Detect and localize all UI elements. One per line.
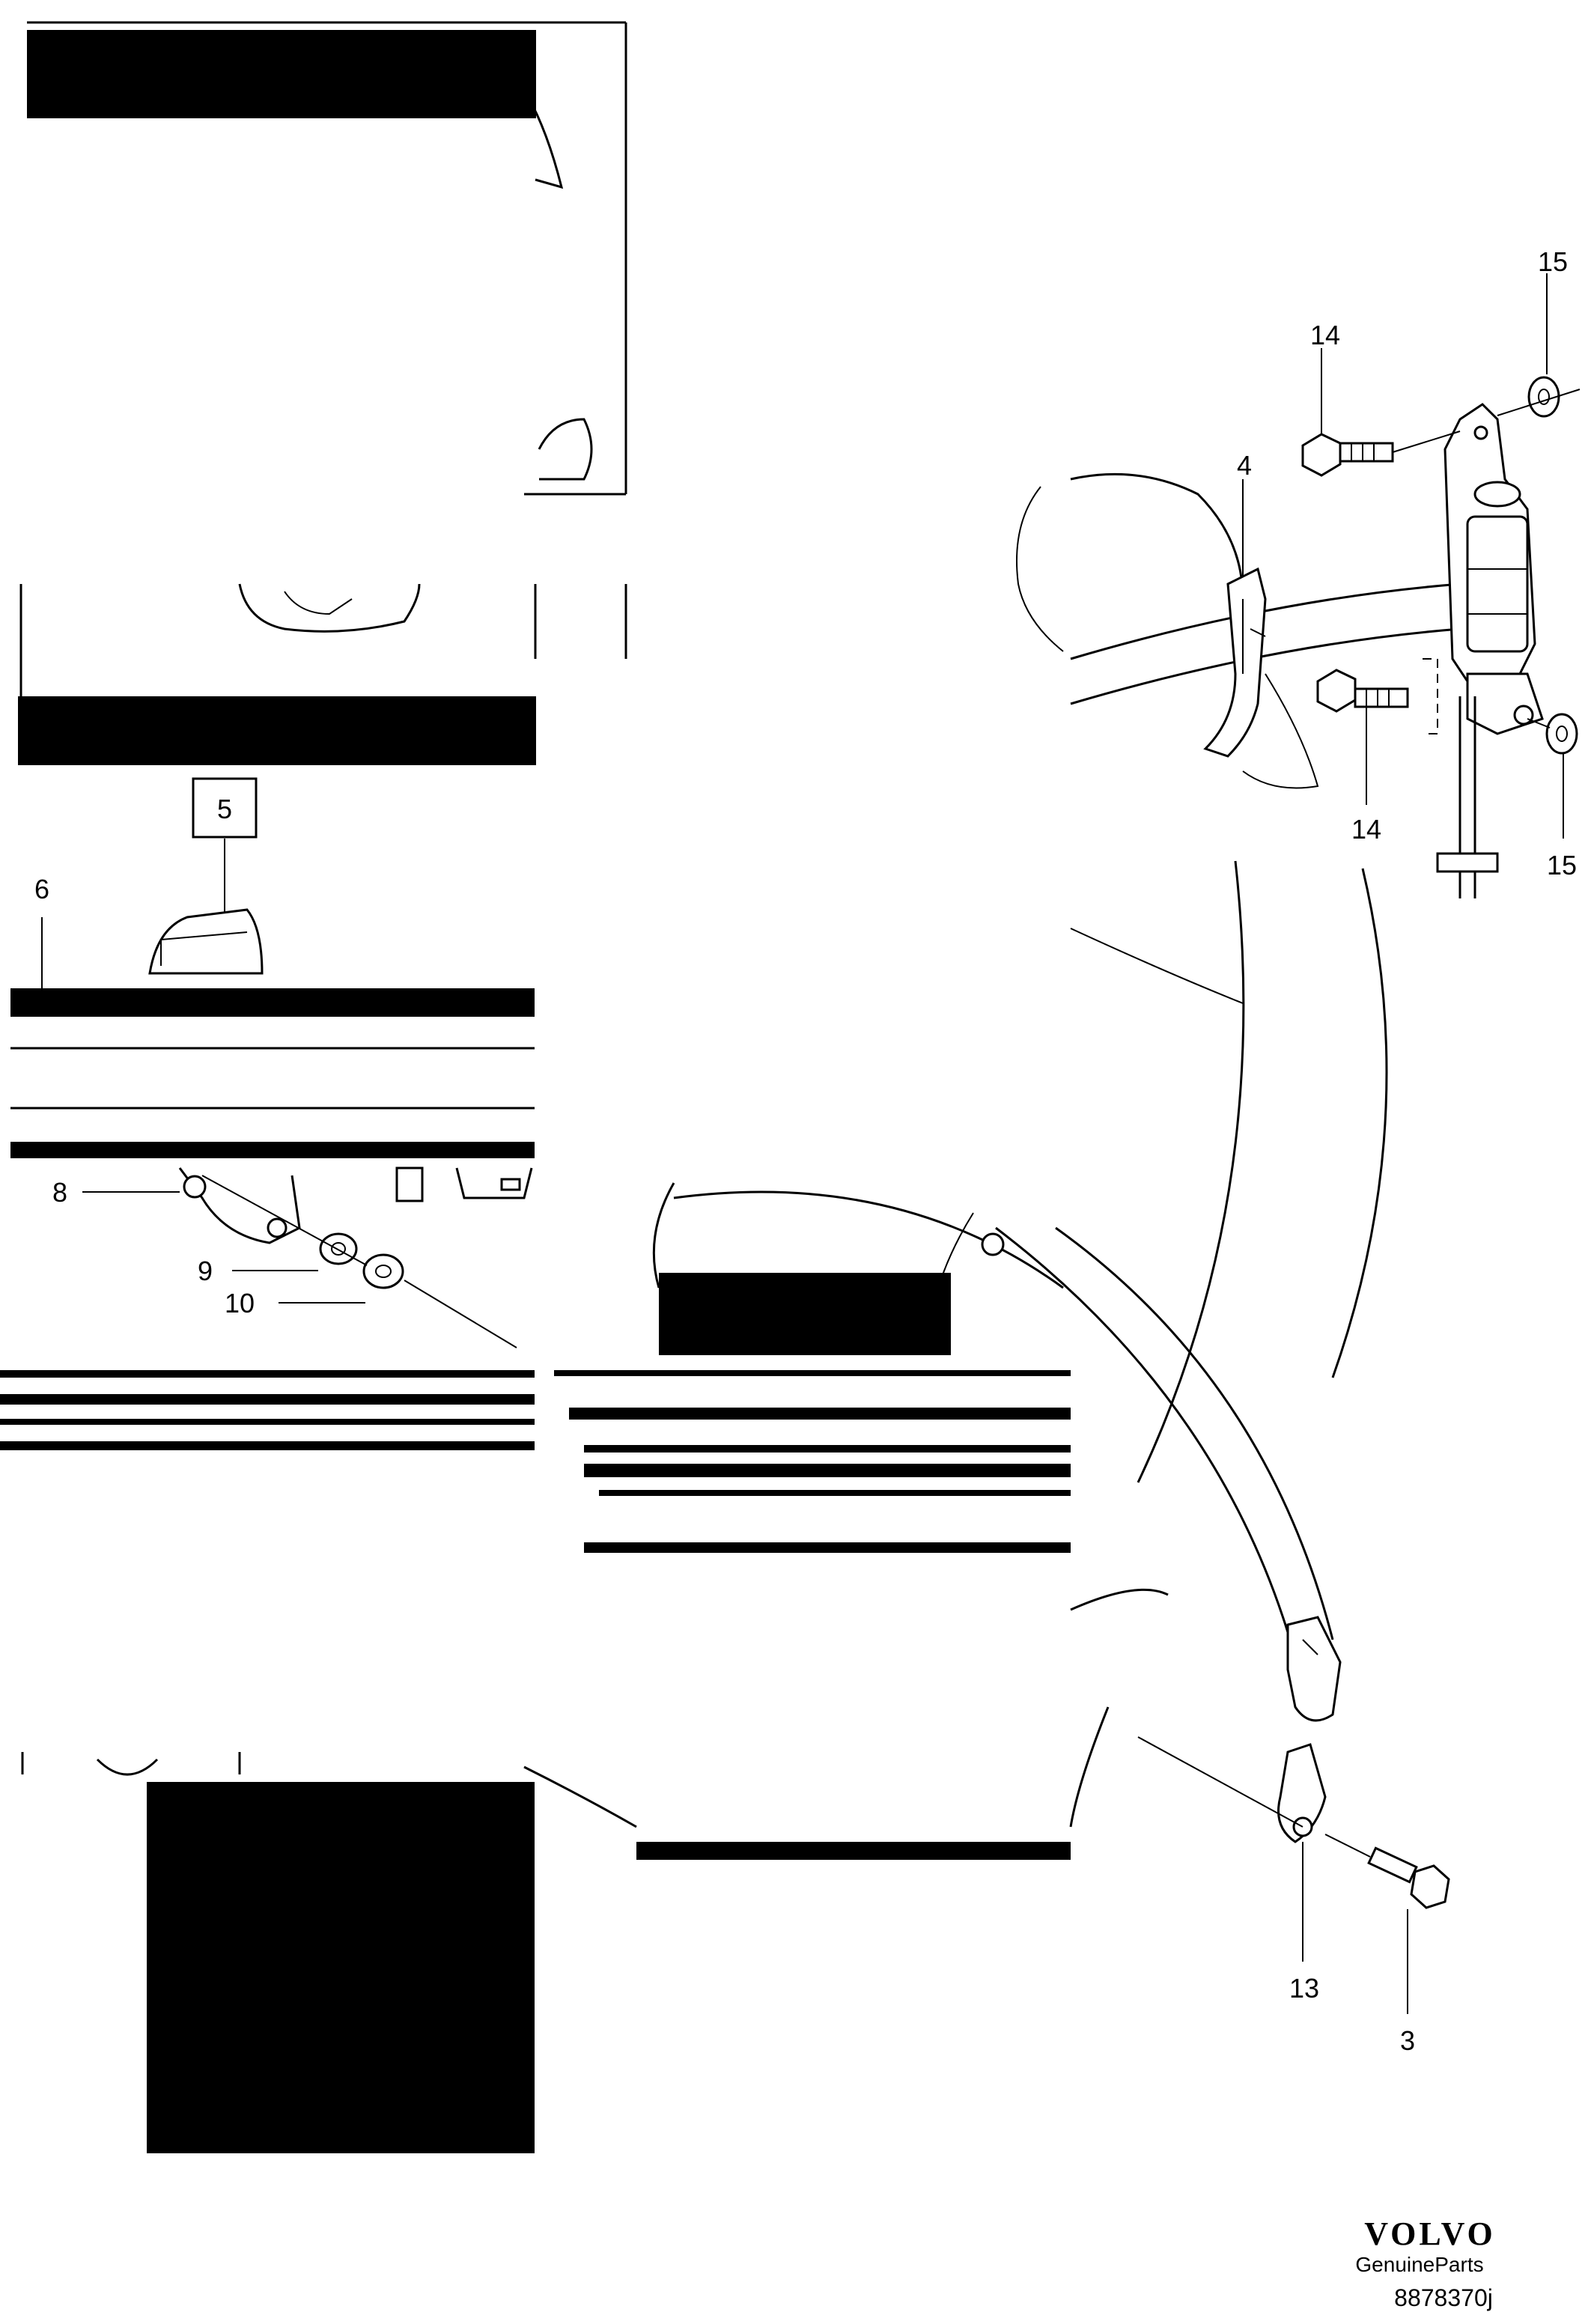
inset-frame-top-left xyxy=(18,21,627,765)
washer-set xyxy=(201,1175,517,1348)
callout-15-top: 15 xyxy=(1538,246,1568,277)
callout-6: 6 xyxy=(34,874,49,904)
leader-lines xyxy=(41,273,1564,2014)
belt-webbing xyxy=(981,582,1461,1640)
callout-9: 9 xyxy=(198,1256,213,1286)
diagram-part-number: 8878370j xyxy=(1394,2284,1493,2311)
brand-wordmark: VOLVO xyxy=(1364,2215,1496,2252)
inset-frame-bottom-left xyxy=(21,1752,535,2153)
callout-14-top: 14 xyxy=(1310,320,1340,350)
bolt-part-14-upper xyxy=(1301,431,1461,477)
callout-box-5 xyxy=(192,777,258,839)
washer-part-15-lower xyxy=(1527,713,1578,755)
seat-outline xyxy=(523,472,1388,1828)
bolt-part-14-lower xyxy=(1316,669,1409,713)
washer-part-15-upper xyxy=(1497,376,1581,418)
buckle-assembly xyxy=(10,908,535,1244)
brand-subtitle: GenuineParts xyxy=(1355,2253,1483,2276)
callout-13: 13 xyxy=(1289,1973,1319,2004)
retractor-assembly xyxy=(1423,403,1544,898)
scanline-band-middle xyxy=(0,1273,1071,1860)
callout-10: 10 xyxy=(225,1288,255,1318)
callout-8: 8 xyxy=(52,1177,67,1208)
callout-3: 3 xyxy=(1400,2025,1415,2056)
bolt-part-3 xyxy=(1324,1834,1450,1909)
anchor-plate-part-13 xyxy=(1137,1616,1342,1843)
callout-15-bottom: 15 xyxy=(1547,850,1577,880)
belt-guide-part-4 xyxy=(1203,567,1267,758)
callout-5: 5 xyxy=(217,794,232,824)
callout-4: 4 xyxy=(1237,450,1252,481)
callout-14-bottom: 14 xyxy=(1351,814,1381,845)
